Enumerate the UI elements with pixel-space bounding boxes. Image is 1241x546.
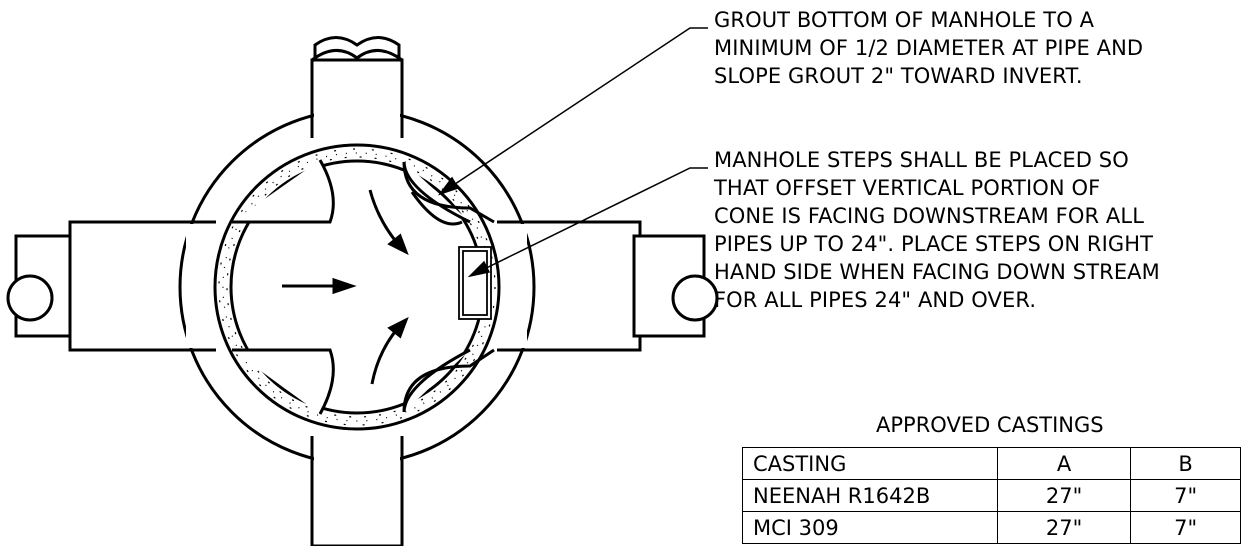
grout-note: GROUT BOTTOM OF MANHOLE TO A MINIMUM OF … bbox=[714, 8, 1144, 88]
cell-casting: NEENAH R1642B bbox=[742, 479, 998, 512]
manhole-step bbox=[458, 246, 492, 320]
table-header-row: CASTING A B bbox=[742, 447, 1241, 480]
table-row: NEENAH R1642B 27" 7" bbox=[742, 479, 1241, 512]
bench-top-right bbox=[402, 161, 495, 224]
header-b: B bbox=[1130, 447, 1241, 480]
steps-note: MANHOLE STEPS SHALL BE PLACED SO THAT OF… bbox=[714, 148, 1160, 312]
cell-a: 27" bbox=[996, 511, 1132, 544]
approved-castings-table: CASTING A B NEENAH R1642B 27" 7" MCI 309… bbox=[742, 447, 1241, 544]
cell-casting: MCI 309 bbox=[742, 511, 998, 544]
table-row: MCI 309 27" 7" bbox=[742, 511, 1241, 544]
cell-b: 7" bbox=[1130, 511, 1241, 544]
bench-bottom-right bbox=[402, 348, 495, 413]
cell-b: 7" bbox=[1130, 479, 1241, 512]
flow-arrows bbox=[282, 189, 409, 385]
header-casting: CASTING bbox=[742, 447, 998, 480]
cell-a: 27" bbox=[996, 479, 1132, 512]
header-a: A bbox=[996, 447, 1132, 480]
table-title: APPROVED CASTINGS bbox=[876, 413, 1104, 437]
leader-lines bbox=[437, 27, 708, 278]
